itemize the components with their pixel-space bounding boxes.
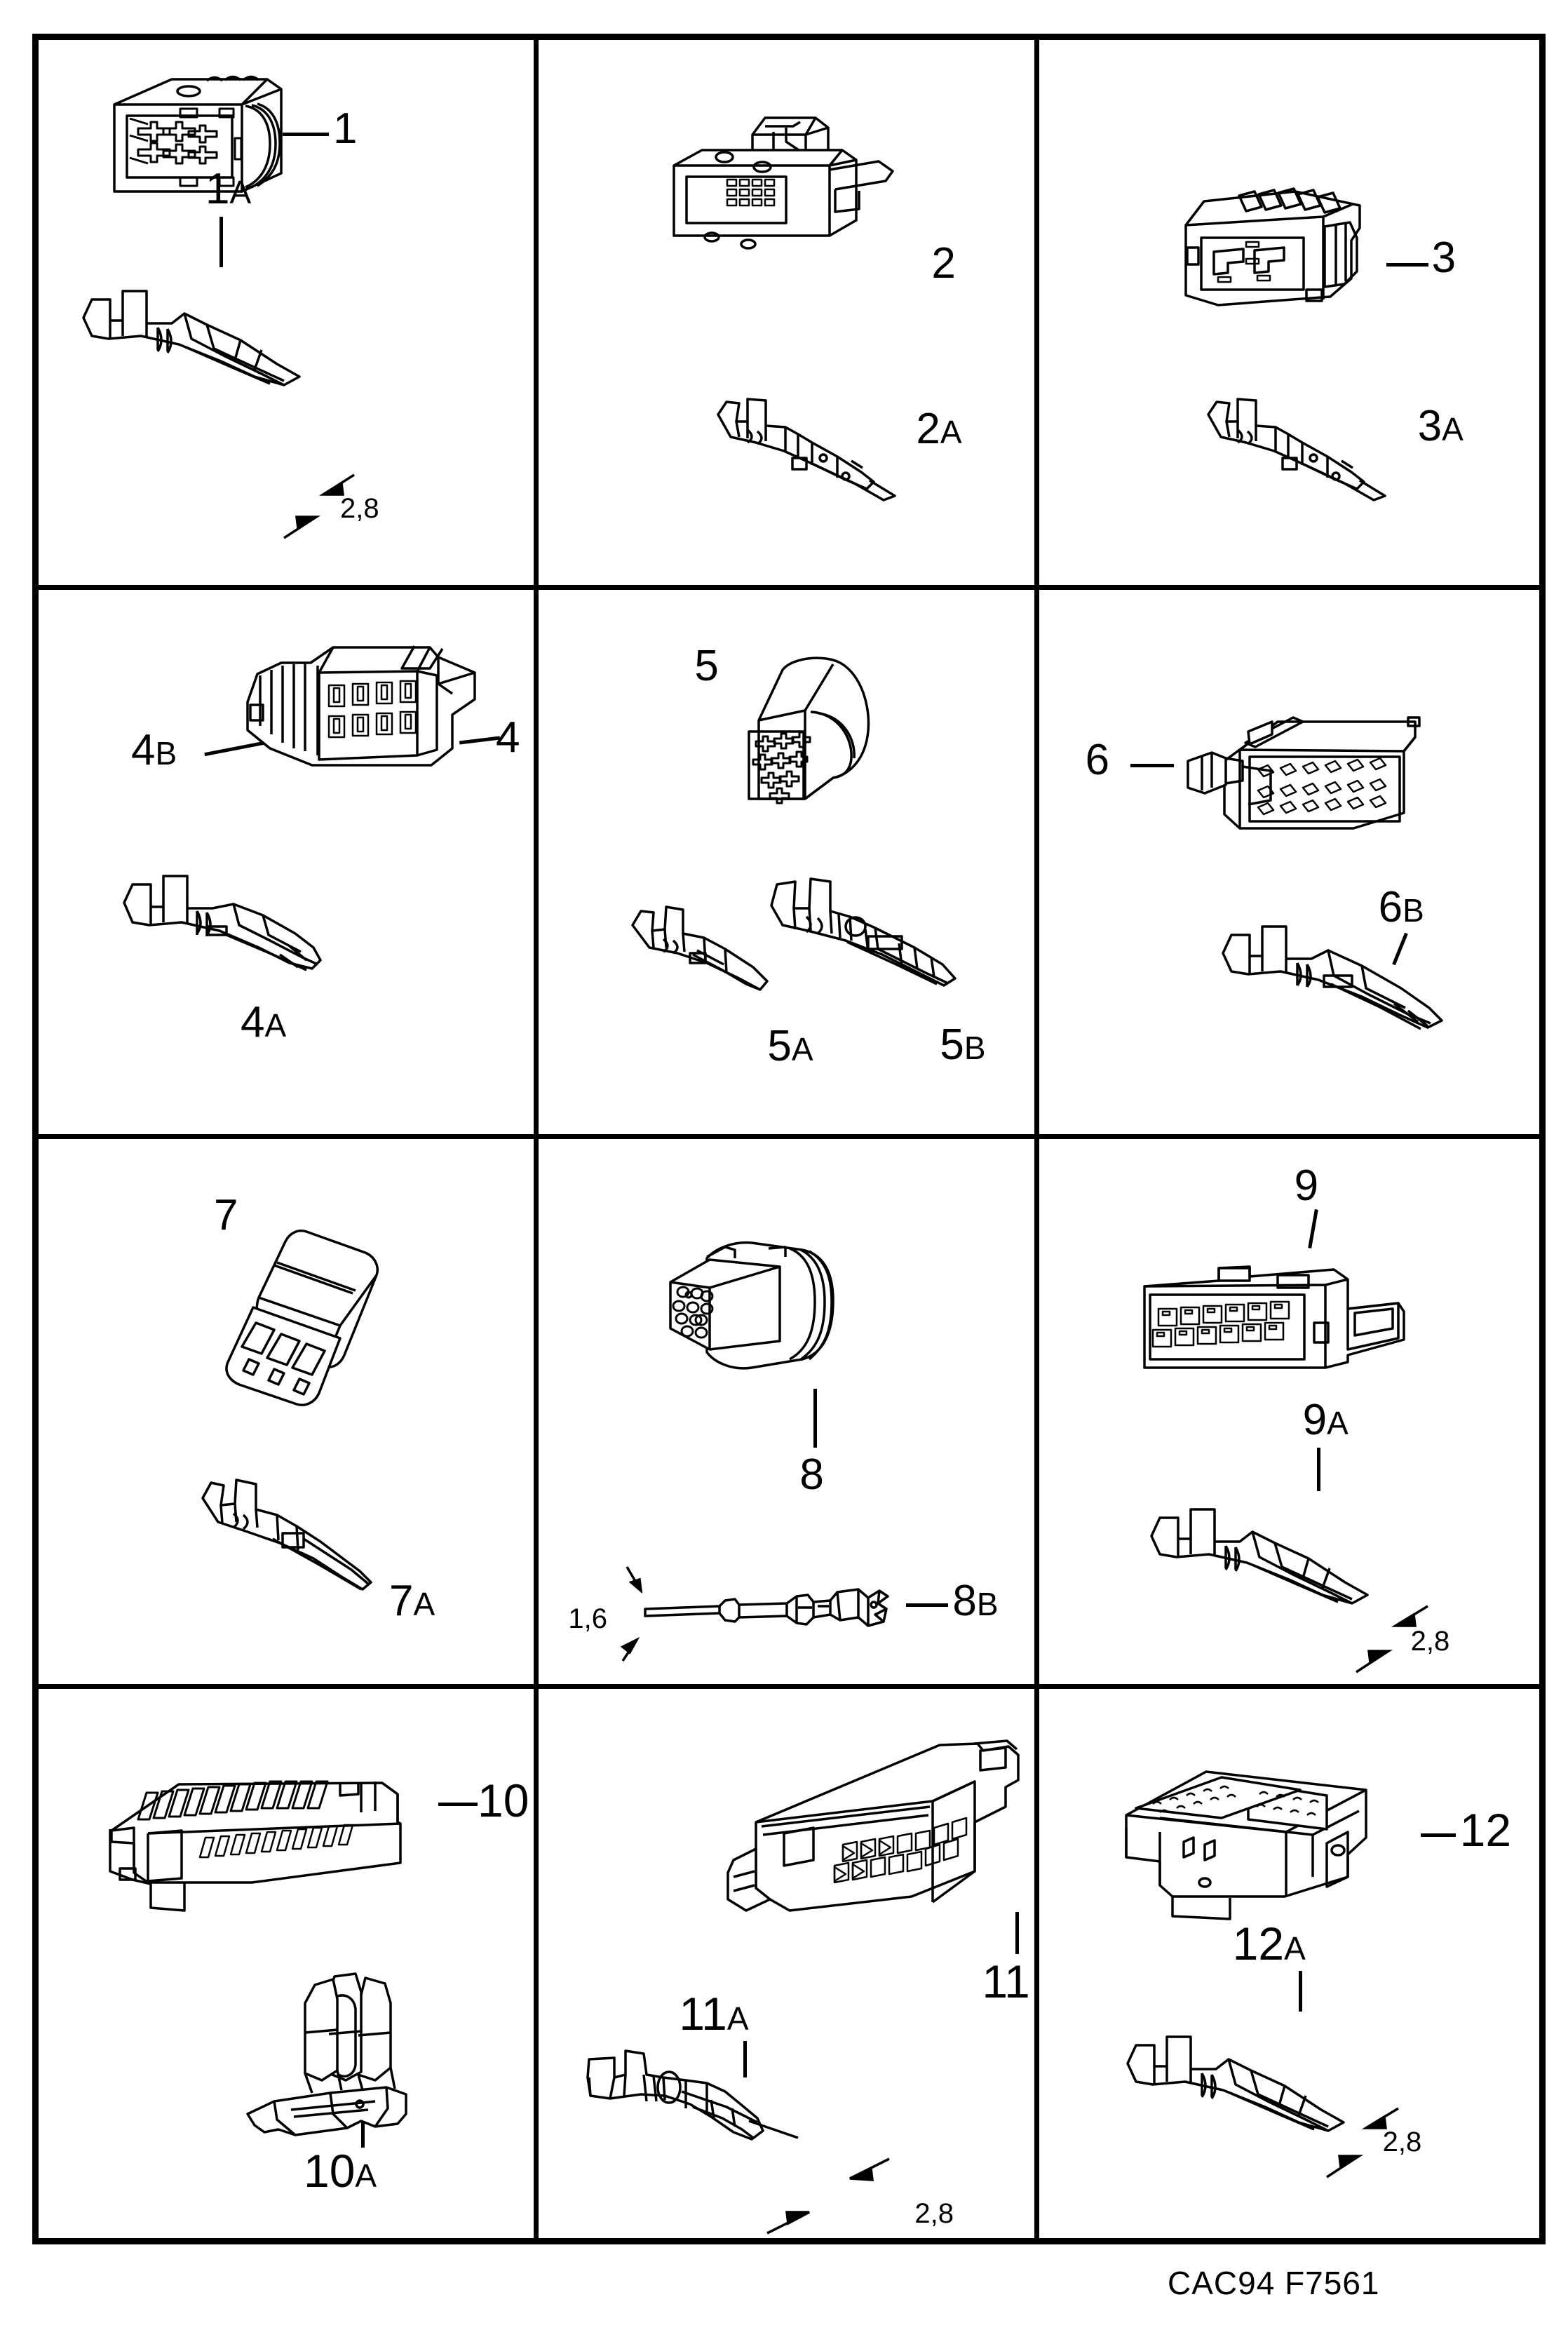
part-label-1: 1	[333, 105, 358, 153]
part-label-2: 2	[931, 239, 956, 288]
figure-housing-1	[102, 68, 312, 208]
parts-cell-8: 8 8B	[539, 1139, 1039, 1689]
figure-terminal-8b	[637, 1565, 952, 1650]
parts-cell-5: 5 5A	[539, 589, 1039, 1139]
figure-terminal-1a	[74, 271, 368, 412]
part-label-11a: 11A	[679, 1987, 749, 2040]
dimension-arrows-8b	[586, 1561, 670, 1666]
figure-terminal-10a	[235, 1969, 452, 2145]
leader-line-3	[1386, 263, 1428, 267]
leader-line-1a	[219, 217, 223, 267]
figure-housing-8	[658, 1230, 896, 1392]
leader-line-11	[1015, 1911, 1020, 1954]
part-label-7: 7	[214, 1191, 238, 1239]
parts-cell-3: 3	[1039, 40, 1539, 590]
figure-terminal-11a	[574, 2040, 896, 2180]
leader-line-9a	[1316, 1448, 1320, 1491]
dimension-arrows-1a	[270, 461, 410, 552]
figure-terminal-6b	[1213, 907, 1466, 1047]
part-label-11: 11	[982, 1955, 1030, 2007]
dimension-label-9a: 2,8	[1410, 1626, 1450, 1657]
part-label-9a: 9A	[1302, 1396, 1349, 1444]
parts-cell-10: 10	[39, 1688, 539, 2238]
part-label-10: 10	[478, 1774, 529, 1826]
drawing-plate: 1 1A	[32, 34, 1546, 2244]
figure-terminal-5b	[763, 869, 987, 1009]
part-label-7a: 7A	[389, 1577, 435, 1625]
part-label-5b: 5B	[940, 1020, 986, 1069]
figure-terminal-3a	[1197, 391, 1407, 517]
figure-housing-5	[728, 653, 917, 828]
leader-line-12a	[1298, 1970, 1302, 2012]
part-label-8b: 8B	[952, 1577, 999, 1625]
figure-terminal-5a	[623, 898, 798, 1018]
figure-housing-2	[668, 107, 914, 268]
part-label-6b: 6B	[1378, 882, 1424, 931]
part-label-4: 4	[496, 713, 520, 762]
part-label-5: 5	[694, 641, 719, 690]
dimension-label-11a: 2,8	[914, 2197, 954, 2229]
part-label-3a: 3A	[1417, 402, 1464, 450]
parts-cell-6: 6	[1039, 590, 1539, 1139]
parts-cell-7: 7 7A	[39, 1139, 539, 1689]
dimension-label-1a: 2,8	[340, 493, 379, 524]
part-label-4b: 4B	[131, 725, 177, 774]
leader-line-6	[1130, 763, 1174, 767]
part-label-3: 3	[1431, 234, 1457, 282]
figure-housing-11	[722, 1723, 1031, 1926]
figure-housing-7	[207, 1209, 403, 1434]
leader-line-10	[438, 1802, 478, 1806]
figure-terminal-2a	[707, 391, 917, 517]
leader-line-11a	[743, 2040, 748, 2077]
part-label-2a: 2A	[916, 405, 962, 453]
part-label-12: 12	[1459, 1803, 1512, 1856]
figure-housing-12	[1116, 1759, 1411, 1920]
part-label-1a: 1A	[205, 165, 252, 213]
figure-terminal-7a	[194, 1471, 405, 1605]
figure-housing-4	[242, 632, 480, 786]
dimension-label-8b: 1,6	[568, 1603, 607, 1634]
figure-housing-3	[1176, 173, 1386, 335]
parts-cell-11: 11	[539, 1688, 1039, 2239]
part-label-5a: 5A	[767, 1021, 813, 1070]
figure-terminal-12a	[1118, 2017, 1412, 2157]
leader-line-8	[813, 1389, 818, 1448]
figure-housing-6	[1165, 688, 1432, 842]
figure-housing-9	[1137, 1244, 1432, 1385]
parts-grid: 1 1A	[39, 40, 1539, 2238]
dimension-arrows-12a	[1313, 2094, 1453, 2193]
part-label-4a: 4A	[241, 997, 287, 1046]
part-label-10a: 10A	[304, 2144, 377, 2197]
part-label-9: 9	[1294, 1161, 1319, 1210]
leader-line-1	[283, 133, 329, 136]
leader-line-12	[1420, 1833, 1456, 1837]
figure-terminal-9a	[1142, 1490, 1436, 1630]
figure-terminal-4a	[114, 858, 353, 991]
part-label-12a: 12A	[1232, 1917, 1306, 1969]
figure-housing-10	[81, 1745, 445, 1927]
part-label-6: 6	[1085, 735, 1110, 784]
dimension-arrows-11a	[749, 2145, 917, 2239]
leader-line-8b	[906, 1603, 949, 1607]
parts-cell-2: 2	[539, 40, 1039, 590]
drawing-reference-code: CAC94 F7561	[1168, 2265, 1380, 2301]
dimension-label-12a: 2,8	[1382, 2126, 1422, 2157]
parts-cell-1: 1 1A	[39, 40, 539, 590]
part-label-8: 8	[799, 1450, 824, 1499]
parts-cell-4: 4 4B	[39, 589, 539, 1139]
dimension-arrows-9a	[1341, 1594, 1481, 1684]
parts-cell-9: 9 9A	[1039, 1139, 1539, 1689]
parts-cell-12: 12 12A	[1039, 1689, 1539, 2239]
leader-line-9	[1307, 1208, 1318, 1249]
leader-line-10a	[361, 2122, 365, 2148]
